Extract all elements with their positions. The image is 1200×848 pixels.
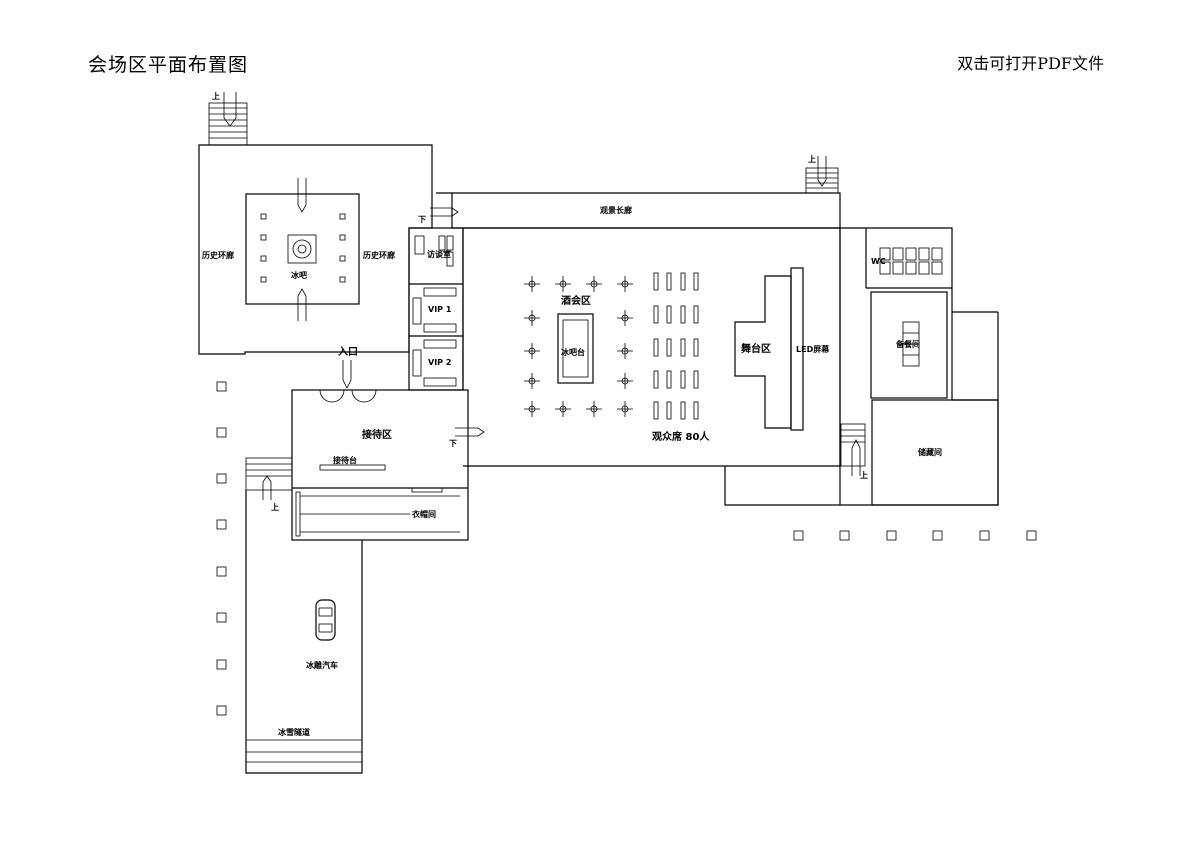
backstage-room bbox=[870, 291, 948, 399]
reception-label: 接待区 bbox=[362, 428, 392, 441]
audience-label: 观众席 80人 bbox=[652, 430, 710, 443]
stair-up-label-right: 上 bbox=[808, 154, 816, 164]
stair-top-right bbox=[805, 156, 839, 194]
ice-bar-columns bbox=[260, 213, 346, 283]
stair-up-label-west: 上 bbox=[271, 502, 279, 512]
stair-down-label-top: 下 bbox=[418, 215, 426, 224]
stair-down-label-reception: 下 bbox=[449, 439, 457, 448]
storage-label: 储藏间 bbox=[917, 447, 942, 457]
ice-tunnel bbox=[245, 490, 363, 774]
ice-tunnel-label: 冰雪隧道 bbox=[278, 727, 310, 737]
audience-seats bbox=[653, 272, 699, 420]
stage-label: 舞台区 bbox=[741, 342, 771, 355]
main-hall bbox=[463, 227, 841, 467]
west-wing-wall bbox=[198, 144, 433, 355]
ice-car-label: 冰雕汽车 bbox=[306, 660, 338, 670]
ice-bar-counter-label: 冰吧台 bbox=[561, 347, 585, 357]
stair-up-label: 上 bbox=[212, 91, 220, 101]
vip2-label: VIP 2 bbox=[428, 358, 451, 367]
vip-seating bbox=[412, 235, 457, 387]
hall-extension bbox=[724, 466, 840, 506]
reception-desk bbox=[319, 464, 386, 471]
ice-car-icon bbox=[315, 599, 336, 641]
light-markers bbox=[216, 381, 1037, 716]
ice-bar-room bbox=[245, 193, 360, 305]
cocktail-tables bbox=[524, 276, 633, 417]
open-pdf-link[interactable]: 双击可打开PDF文件 bbox=[957, 54, 1104, 73]
view-corridor bbox=[436, 192, 841, 229]
cocktail-area-label: 酒会区 bbox=[561, 294, 591, 307]
stair-east bbox=[840, 423, 866, 476]
reception-desk-label: 接待台 bbox=[333, 455, 357, 465]
wc-stalls bbox=[879, 247, 943, 275]
gallery-right-label: 历史环廊 bbox=[363, 250, 395, 260]
ice-bar-label: 冰吧 bbox=[291, 270, 307, 280]
ice-bar-counter bbox=[557, 313, 594, 384]
stair-up-label-east: 上 bbox=[860, 470, 868, 480]
visit-room-label: 访谈室 bbox=[427, 249, 451, 259]
led-screen bbox=[790, 267, 804, 431]
vip1-label: VIP 1 bbox=[428, 305, 452, 314]
view-corridor-label: 观景长廊 bbox=[600, 205, 632, 215]
backstage-label: 备餐间 bbox=[895, 339, 920, 349]
cloakroom-racks bbox=[295, 487, 460, 537]
entrance-label: 入口 bbox=[338, 346, 358, 358]
storage-room bbox=[871, 399, 999, 506]
wc-label: WC bbox=[871, 257, 886, 266]
gallery-left-label: 历史环廊 bbox=[202, 250, 234, 260]
stair-west bbox=[245, 457, 293, 500]
cloakroom-label: 衣帽间 bbox=[412, 509, 436, 519]
ice-sculpture-icon bbox=[287, 234, 317, 264]
page-title: 会场区平面布置图 bbox=[88, 54, 249, 76]
led-screen-label: LED屏幕 bbox=[796, 344, 830, 354]
